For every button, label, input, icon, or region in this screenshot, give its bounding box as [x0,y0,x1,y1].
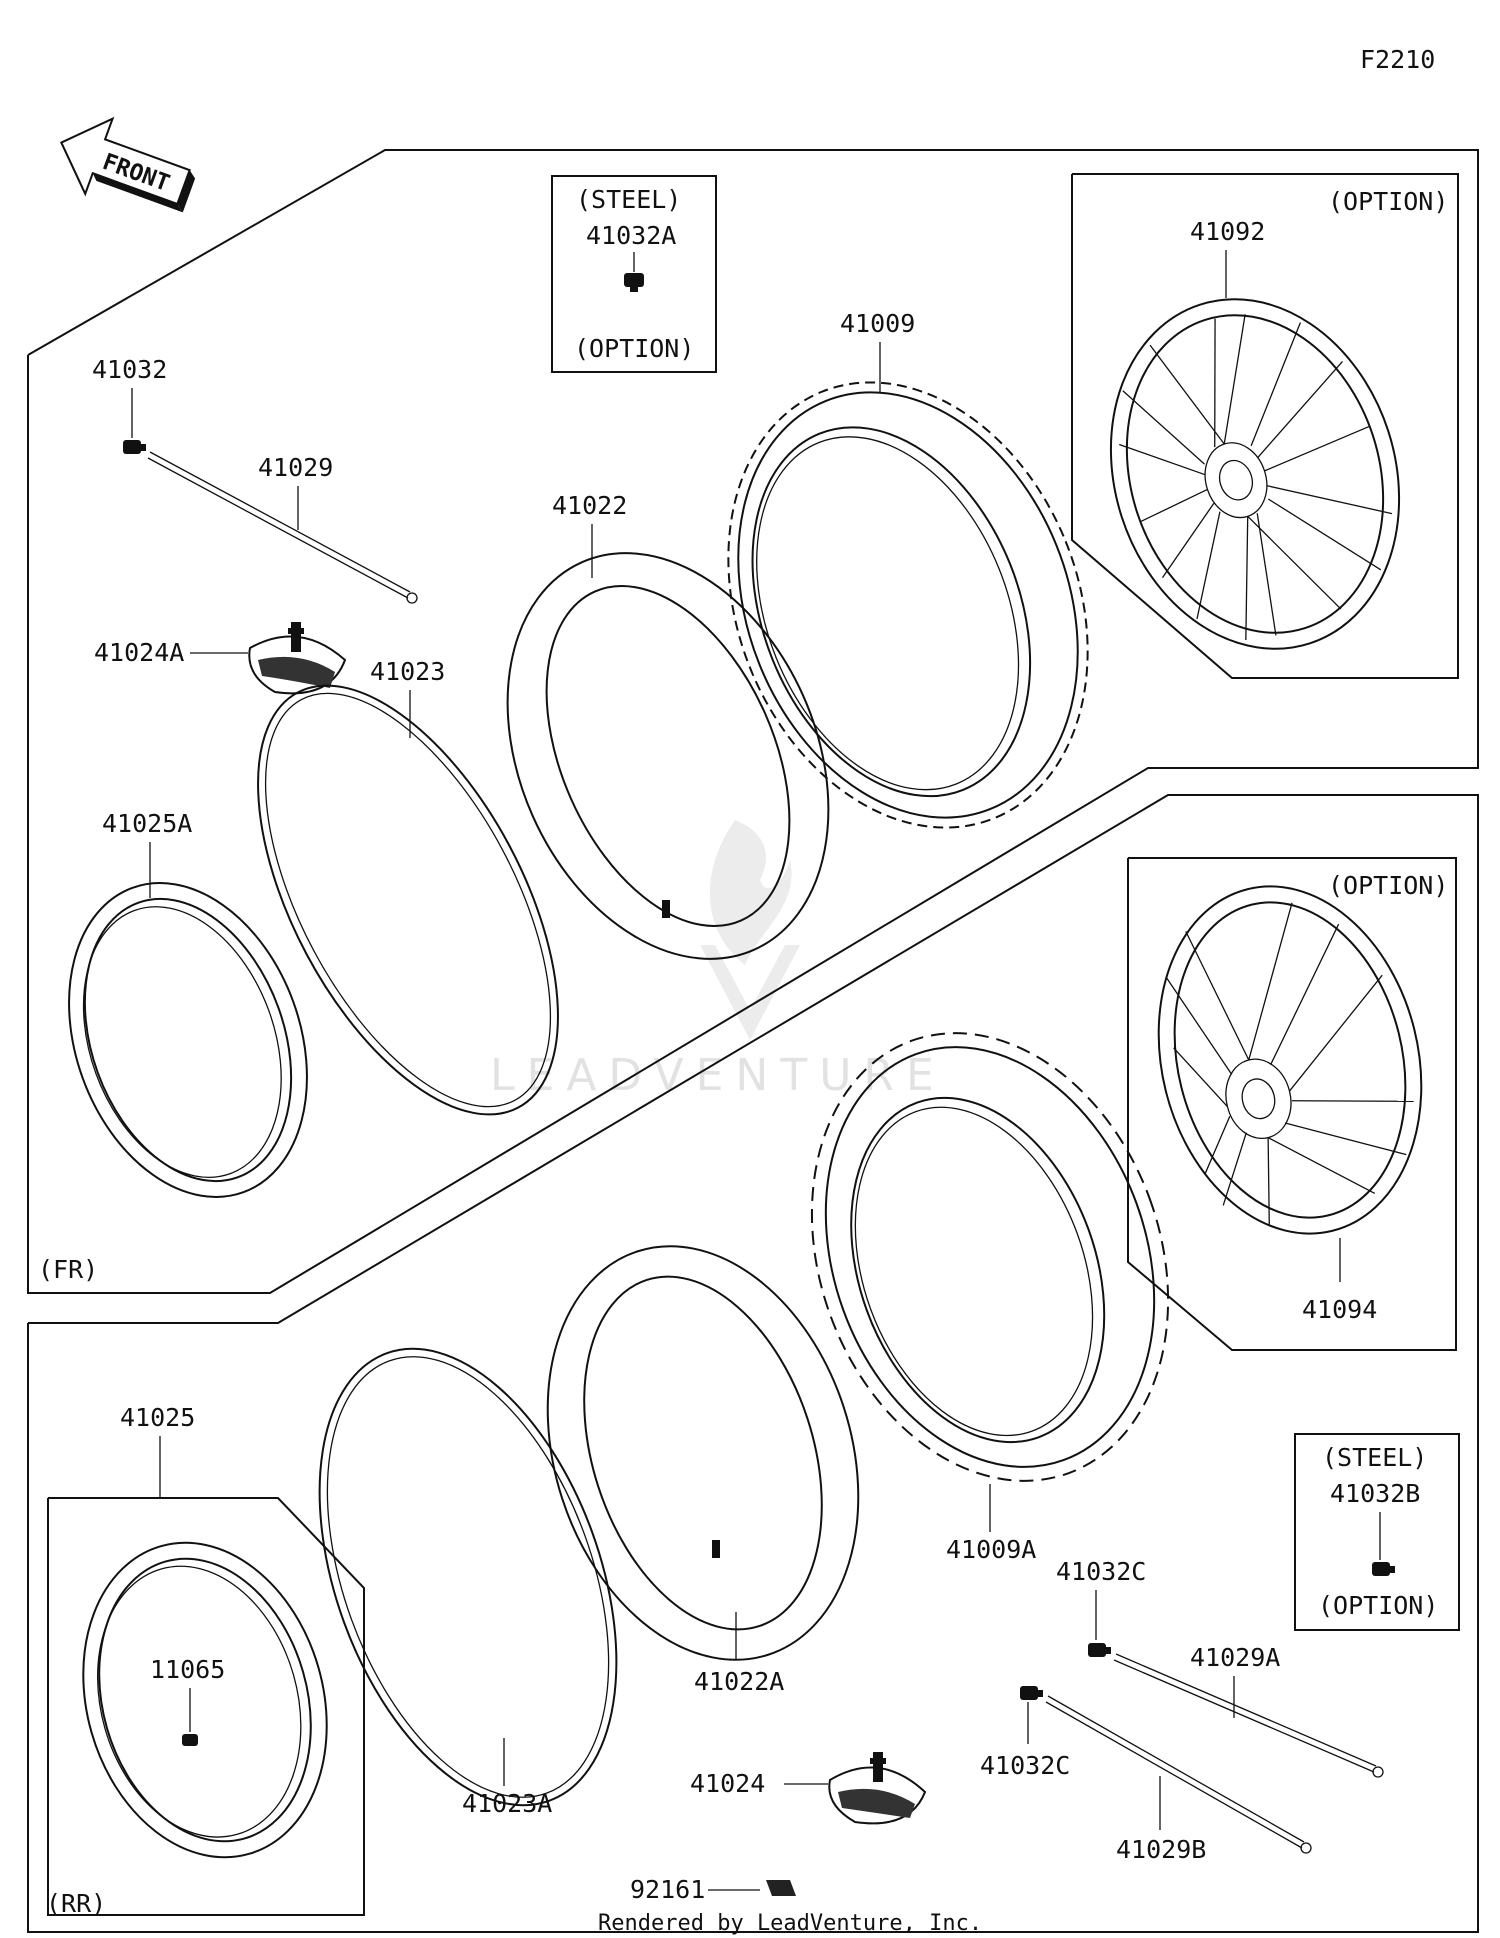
front-complete-wheel-icon [1109,298,1401,650]
rear-inner-tube-icon [546,1245,860,1661]
rear-tire-icon [810,1032,1170,1482]
part-label-41025a: 41025A [102,809,192,838]
rear-steel-option-label: (OPTION) [1318,1591,1438,1620]
rear-steel-label: (STEEL) [1322,1443,1427,1472]
front-section-frame [27,149,1479,1294]
rear-section: (RR) (OPTION) 41094 [27,794,1479,1933]
part-label-41029b: 41029B [1116,1835,1206,1864]
rear-rim-box [47,1497,365,1916]
part-label-41023a: 41023A [462,1789,552,1818]
part-label-41029: 41029 [258,453,333,482]
rear-steel-part-number: 41032B [1330,1479,1420,1508]
front-steel-label: (STEEL) [576,185,681,214]
front-steel-option-label: (OPTION) [574,334,694,363]
inner-tube-icon [506,552,830,960]
front-section-tag: (FR) [38,1255,98,1284]
part-label-41024: 41024 [690,1769,765,1798]
part-label-41009a: 41009A [946,1535,1036,1564]
part-label-92161: 92161 [630,1875,705,1904]
front-option-wheel-tag: (OPTION) [1328,187,1448,216]
spoke-nipple-icon [182,1734,198,1746]
rear-tube-valve-icon [712,1540,720,1558]
front-steel-part-number: 41032A [586,221,676,250]
figure-code: F2210 [1360,45,1435,74]
front-option-wheel-box [1071,173,1459,679]
valve-stem-rod-b-icon [1045,1695,1312,1854]
front-steel-option-box [551,175,717,373]
front-rim-icon [68,882,308,1198]
front-section: (FR) (STEEL) 41032A (OPTION) (OPTION) 41… [27,149,1479,1294]
rear-valve-cap-lower-icon [1020,1686,1043,1700]
part-label-41022a: 41022A [694,1667,784,1696]
watermark-text: LEADVENTURE [490,1050,946,1101]
valve-cap-icon [123,440,146,454]
rear-steel-valve-nut-icon [1372,1562,1395,1576]
rear-rim-band-icon [318,1347,618,1807]
part-label-41032c-upper: 41032C [1056,1557,1146,1586]
balance-weight-icon [766,1880,796,1896]
front-steel-valve-nut-icon [624,273,644,292]
part-label-41023: 41023 [370,657,445,686]
part-label-41025: 41025 [120,1403,195,1432]
part-label-41024a: 41024A [94,638,184,667]
footer-credit: Rendered by LeadVenture, Inc. [598,1911,982,1936]
rear-rim-lock-icon [828,1752,927,1825]
rear-option-wheel-box [1127,857,1457,1351]
rear-complete-wheel-icon [1157,885,1423,1235]
front-direction-icon: FRONT [59,116,196,213]
rear-option-wheel-tag: (OPTION) [1328,871,1448,900]
rim-lock-icon [248,622,347,695]
front-option-wheel-part-number: 41092 [1190,217,1265,246]
rear-section-tag: (RR) [46,1889,106,1918]
rear-steel-option-box [1294,1433,1460,1631]
valve-stem-rod-icon [147,451,418,604]
part-label-41009: 41009 [840,309,915,338]
rear-option-wheel-part-number: 41094 [1302,1295,1377,1324]
rim-band-icon [257,684,559,1116]
rear-valve-cap-upper-icon [1088,1643,1111,1657]
rear-rim-icon [82,1541,328,1859]
part-label-11065: 11065 [150,1655,225,1684]
part-label-41032: 41032 [92,355,167,384]
part-label-41032c-lower: 41032C [980,1751,1070,1780]
part-label-41022: 41022 [552,491,627,520]
rear-section-frame [27,794,1479,1933]
part-label-41029a: 41029A [1190,1643,1280,1672]
front-tire-icon [727,381,1089,829]
valve-stem-rod-a-icon [1113,1653,1384,1778]
tube-valve-icon [662,900,670,918]
